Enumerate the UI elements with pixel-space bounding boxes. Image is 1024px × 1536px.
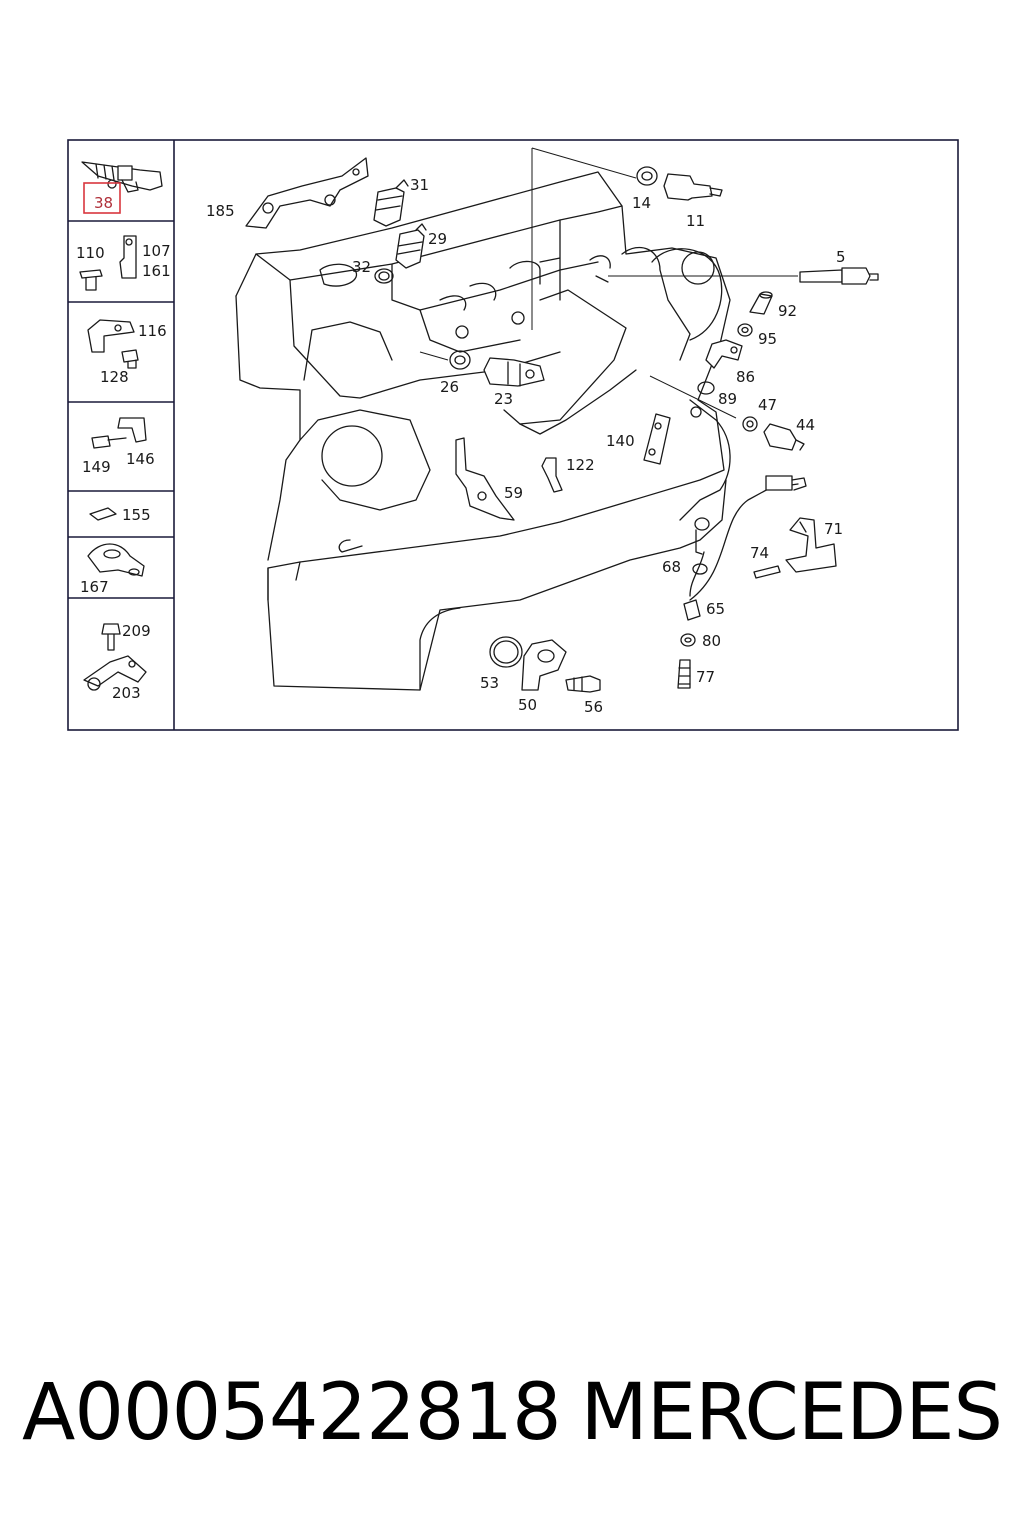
part-32[interactable]	[374, 268, 394, 284]
callout-122[interactable]: 122	[566, 456, 595, 474]
callout-95[interactable]: 95	[758, 330, 777, 348]
callout-38[interactable]: 38	[94, 194, 113, 212]
engine-block-drawing	[235, 171, 731, 691]
sidebar-part-38[interactable]	[81, 161, 163, 214]
callout-140[interactable]: 140	[606, 432, 635, 450]
callout-107[interactable]: 107	[142, 242, 171, 260]
part-47[interactable]	[742, 416, 758, 432]
callout-labels: 38 110 107 161 116 128 149 146 155 167 2…	[76, 176, 846, 716]
part-number: A0005422818	[22, 1368, 562, 1458]
part-26[interactable]	[449, 350, 471, 370]
part-14[interactable]	[636, 166, 658, 186]
callout-89[interactable]: 89	[718, 390, 737, 408]
callout-146[interactable]: 146	[126, 450, 155, 468]
callout-29[interactable]: 29	[428, 230, 447, 248]
part-77[interactable]	[677, 659, 691, 689]
brand-name: MERCEDES	[580, 1368, 1003, 1458]
callout-53[interactable]: 53	[480, 674, 499, 692]
callout-92[interactable]: 92	[778, 302, 797, 320]
part-68-65[interactable]	[683, 475, 807, 621]
sidebar-part-110-107-161[interactable]	[79, 235, 137, 291]
callout-65[interactable]: 65	[706, 600, 725, 618]
callout-32[interactable]: 32	[352, 258, 371, 276]
callout-44[interactable]: 44	[796, 416, 815, 434]
part-59[interactable]	[455, 437, 515, 521]
part-11[interactable]	[663, 173, 723, 201]
part-5[interactable]	[799, 267, 879, 285]
part-95[interactable]	[737, 323, 753, 337]
callout-31[interactable]: 31	[410, 176, 429, 194]
callout-26[interactable]: 26	[440, 378, 459, 396]
part-140[interactable]	[643, 413, 671, 465]
callout-86[interactable]: 86	[736, 368, 755, 386]
callout-209[interactable]: 209	[122, 622, 151, 640]
part-44[interactable]	[763, 423, 805, 451]
sidebar-part-209-203[interactable]	[83, 623, 147, 691]
part-122[interactable]	[541, 457, 563, 493]
callout-77[interactable]: 77	[696, 668, 715, 686]
callout-80[interactable]: 80	[702, 632, 721, 650]
callout-23[interactable]: 23	[494, 390, 513, 408]
part-89[interactable]	[697, 381, 715, 395]
highlight-box	[83, 182, 121, 214]
callout-185[interactable]: 185	[206, 202, 235, 220]
sidebar-part-167[interactable]	[87, 543, 145, 577]
callout-68[interactable]: 68	[662, 558, 681, 576]
callout-47[interactable]: 47	[758, 396, 777, 414]
diagram-frame	[67, 139, 959, 731]
callout-56[interactable]: 56	[584, 698, 603, 716]
part-86[interactable]	[705, 339, 743, 369]
callout-149[interactable]: 149	[82, 458, 111, 476]
part-53[interactable]	[489, 636, 523, 668]
part-185[interactable]	[245, 157, 369, 229]
callout-74[interactable]: 74	[750, 544, 769, 562]
part-56[interactable]	[565, 675, 601, 693]
part-29[interactable]	[395, 223, 427, 269]
leader-lines	[419, 147, 798, 419]
part-71[interactable]	[785, 517, 837, 573]
sidebar-part-155[interactable]	[89, 507, 117, 521]
part-23[interactable]	[483, 357, 545, 387]
callout-71[interactable]: 71	[824, 520, 843, 538]
footer: A0005422818 MERCEDES	[0, 1368, 1024, 1478]
engine-parts-diagram: 38 110 107 161 116 128 149 146 155 167 2…	[67, 139, 959, 731]
callout-203[interactable]: 203	[112, 684, 141, 702]
part-74[interactable]	[753, 565, 781, 579]
callout-116[interactable]: 116	[138, 322, 167, 340]
callout-167[interactable]: 167	[80, 578, 109, 596]
callout-59[interactable]: 59	[504, 484, 523, 502]
sidebar-part-149-146[interactable]	[91, 417, 147, 449]
callout-5[interactable]: 5	[836, 248, 846, 266]
sidebar-part-116-128[interactable]	[87, 319, 139, 369]
part-80[interactable]	[680, 633, 696, 647]
callout-11[interactable]: 11	[686, 212, 705, 230]
part-31[interactable]	[373, 179, 409, 227]
callout-14[interactable]: 14	[632, 194, 651, 212]
callout-110[interactable]: 110	[76, 244, 105, 262]
callout-128[interactable]: 128	[100, 368, 129, 386]
callout-161[interactable]: 161	[142, 262, 171, 280]
callout-50[interactable]: 50	[518, 696, 537, 714]
callout-155[interactable]: 155	[122, 506, 151, 524]
part-50[interactable]	[521, 639, 567, 691]
part-92[interactable]	[749, 291, 773, 315]
